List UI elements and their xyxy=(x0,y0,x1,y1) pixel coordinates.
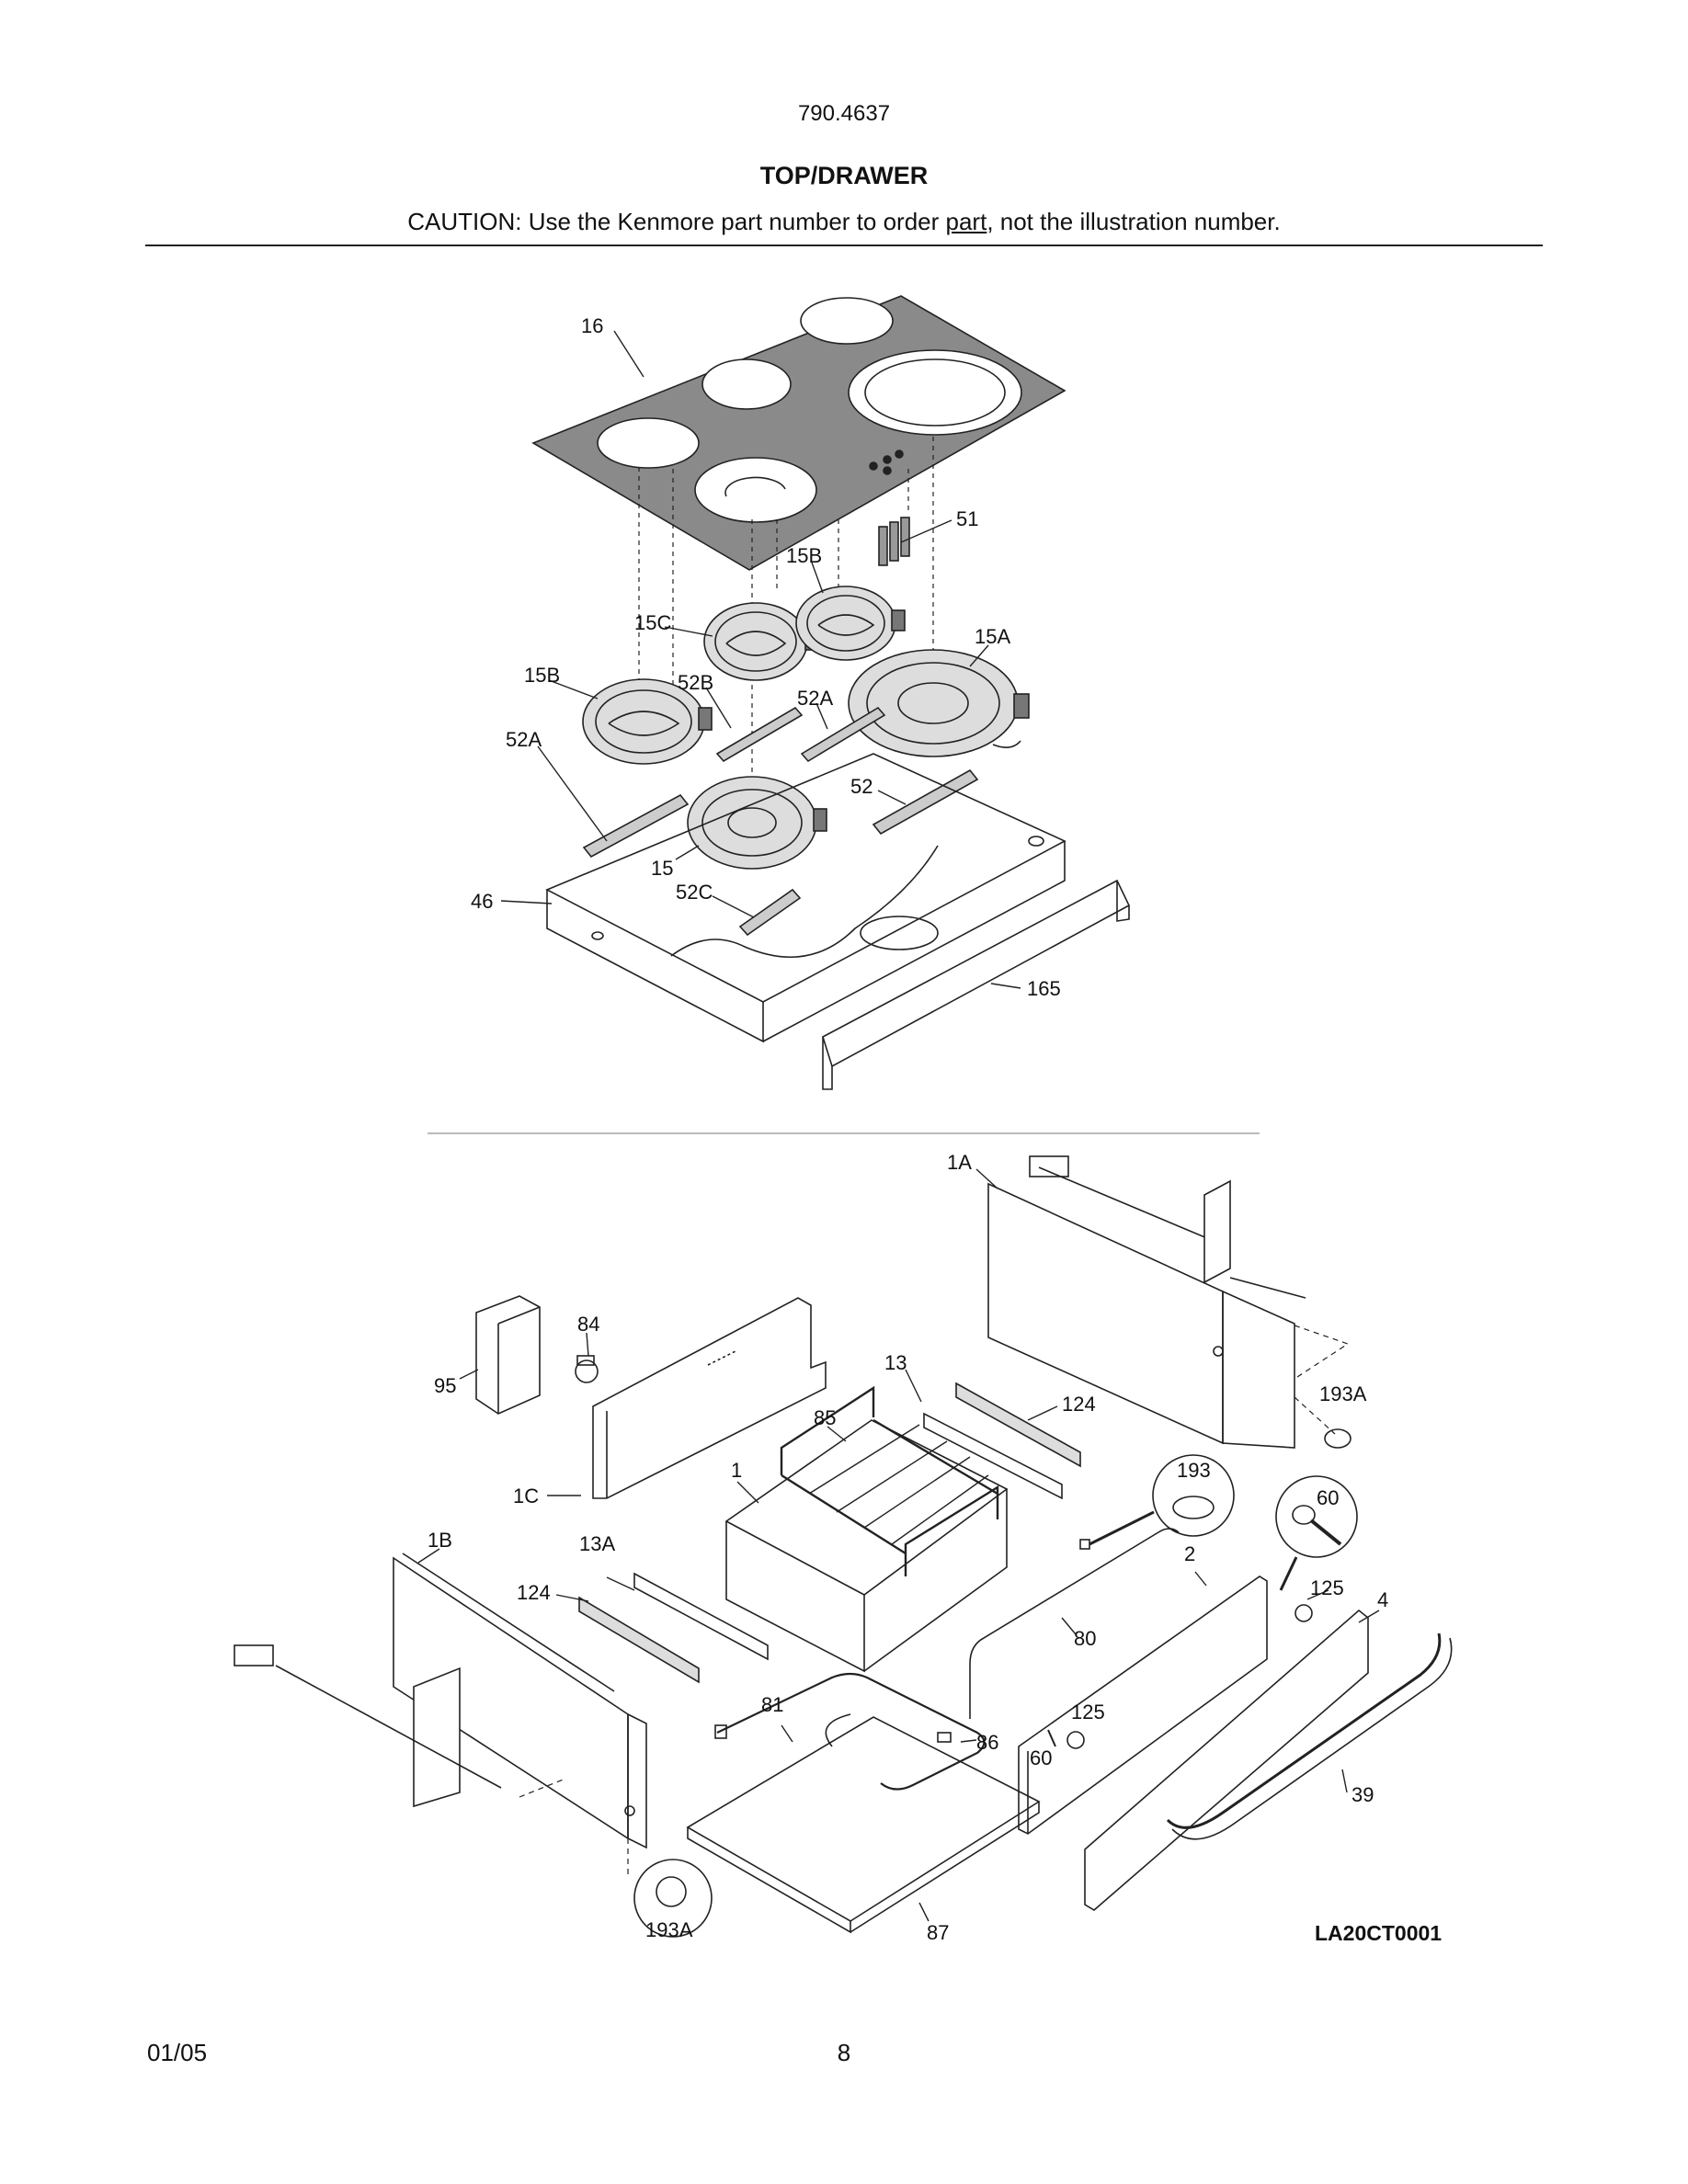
drawer-front-4 xyxy=(1084,1609,1369,1911)
callout-15b-left: 15B xyxy=(524,664,560,687)
screw-60 xyxy=(1047,1729,1056,1747)
burner-element-15a xyxy=(848,649,1030,757)
callout-labels: 16 51 15B 15C 15A 15B 52B 52A 52A 52 15 … xyxy=(428,314,1388,1944)
callout-46: 46 xyxy=(471,890,493,913)
handle-39 xyxy=(1166,1632,1453,1840)
callout-60: 60 xyxy=(1030,1746,1052,1769)
callout-193a-left: 193A xyxy=(645,1918,693,1941)
caution-text-after: , not the illustration number. xyxy=(987,208,1281,235)
callout-15a: 15A xyxy=(975,625,1010,648)
bracket-52a-mid xyxy=(800,706,886,763)
callout-124-left: 124 xyxy=(517,1581,551,1604)
callout-87: 87 xyxy=(927,1921,949,1944)
washer-125-left xyxy=(1066,1731,1085,1749)
panel-1c xyxy=(592,1297,827,1499)
callout-1b: 1B xyxy=(428,1529,452,1552)
header-divider xyxy=(145,245,1543,246)
slide-rail-124-right xyxy=(923,1382,1081,1500)
callout-60-circle: 60 xyxy=(1317,1486,1339,1509)
terminal-block xyxy=(878,517,910,566)
callout-125-right: 125 xyxy=(1310,1576,1344,1599)
cooktop-burner-ring-3 xyxy=(800,297,894,345)
slide-rail-124-left xyxy=(578,1572,769,1684)
model-number: 790.4637 xyxy=(797,101,891,126)
callout-1a: 1A xyxy=(947,1151,972,1174)
callout-125-left: 125 xyxy=(1071,1701,1105,1723)
callout-85: 85 xyxy=(814,1406,836,1429)
callout-193: 193 xyxy=(1177,1459,1211,1482)
callout-84: 84 xyxy=(577,1313,599,1336)
bracket-52 xyxy=(872,768,979,836)
callout-52: 52 xyxy=(850,775,873,798)
callout-1: 1 xyxy=(731,1459,742,1482)
callout-13a: 13A xyxy=(579,1532,615,1555)
callout-15: 15 xyxy=(651,857,673,880)
section-divider xyxy=(428,1132,1260,1134)
callout-16: 16 xyxy=(581,314,603,337)
burner-element-15 xyxy=(687,776,827,870)
cooktop-burner-ring-5 xyxy=(694,457,817,523)
diagram-code: LA20CT0001 xyxy=(1315,1921,1443,1945)
callout-52a-mid: 52A xyxy=(797,687,833,710)
callout-51: 51 xyxy=(956,507,978,530)
drawer-1 xyxy=(724,1419,1009,1673)
detail-circle-60 xyxy=(1275,1475,1358,1591)
caution-text-before: CAUTION: Use the Kenmore part number to … xyxy=(407,208,946,235)
bracket-52c xyxy=(738,888,802,937)
bracket-52b xyxy=(715,706,804,763)
callout-52a-left: 52A xyxy=(506,728,542,751)
cooktop-burner-ring-2 xyxy=(701,358,792,410)
callout-39: 39 xyxy=(1352,1783,1374,1806)
callout-52c: 52C xyxy=(676,881,713,904)
caution-note: CAUTION: Use the Kenmore part number to … xyxy=(0,208,1688,236)
cooktop-burner-ring-1 xyxy=(597,417,700,469)
callout-124-right: 124 xyxy=(1062,1393,1096,1416)
callout-95: 95 xyxy=(434,1374,456,1397)
knob-193a-right xyxy=(1324,1428,1352,1449)
callout-15c: 15C xyxy=(634,611,671,634)
side-panel-1b xyxy=(234,1553,647,1849)
detail-circle-193a xyxy=(633,1859,713,1938)
bracket-86 xyxy=(937,1732,952,1743)
cooktop-burner-ring-4 xyxy=(848,349,1022,436)
gasket-80 xyxy=(969,1528,1180,1719)
callout-1c: 1C xyxy=(513,1484,539,1507)
page-number: 8 xyxy=(837,2039,851,2066)
burner-element-15b-top xyxy=(795,586,906,661)
caution-link-word: part xyxy=(945,208,987,235)
callout-86: 86 xyxy=(976,1731,998,1754)
control-84 xyxy=(575,1355,599,1383)
callout-13: 13 xyxy=(884,1351,907,1374)
burner-element-15b-left xyxy=(582,678,713,765)
leader-lines xyxy=(417,330,1380,1922)
callout-2: 2 xyxy=(1184,1542,1195,1565)
page-title: TOP/DRAWER xyxy=(759,162,929,189)
washer-125-right xyxy=(1295,1604,1313,1622)
callout-52b: 52B xyxy=(678,671,713,694)
alignment-lines xyxy=(638,437,934,827)
callout-4: 4 xyxy=(1377,1588,1388,1611)
detail-circle-193 xyxy=(1079,1454,1235,1550)
callout-80: 80 xyxy=(1074,1627,1096,1650)
front-frame-2 xyxy=(1018,1575,1268,1835)
drawer-bottom-87 xyxy=(686,1716,1041,1934)
rail-165 xyxy=(822,879,1131,1090)
bracket-52a-left xyxy=(582,793,690,859)
callout-165: 165 xyxy=(1027,977,1061,1000)
callout-15b-top: 15B xyxy=(786,544,822,567)
callout-193a-right: 193A xyxy=(1319,1382,1367,1405)
burner-box xyxy=(545,753,1066,1043)
junction-box-95 xyxy=(475,1295,541,1415)
wire-rack-85 xyxy=(780,1385,999,1576)
side-panel-1a xyxy=(987,1155,1306,1449)
footer-date: 01/05 xyxy=(147,2039,208,2066)
callout-81: 81 xyxy=(761,1693,783,1716)
